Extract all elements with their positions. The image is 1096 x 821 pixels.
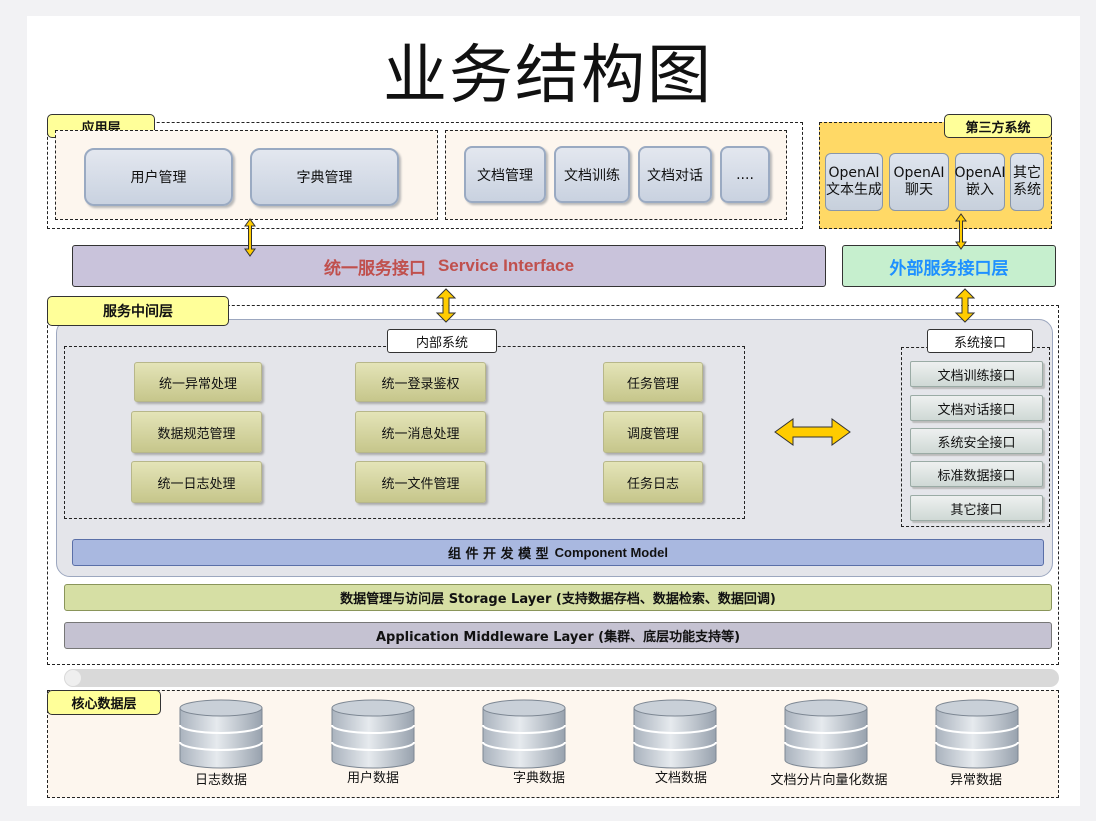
other-system-box: 其它系统 xyxy=(1010,153,1044,211)
dictionary-management-label: 字典管理 xyxy=(296,170,353,186)
database-icon-vector xyxy=(784,699,868,769)
storage-layer-label: 数据管理与访问层 Storage Layer (支持数据存档、数据检索、数据回调… xyxy=(340,592,776,607)
db-label-log: 日志数据 xyxy=(194,773,247,788)
internal-item-exception-handling: 统一异常处理 xyxy=(134,362,262,402)
storage-layer-bar: 数据管理与访问层 Storage Layer (支持数据存档、数据检索、数据回调… xyxy=(64,584,1052,611)
db-label-vector: 文档分片向量化数据 xyxy=(770,773,888,788)
internal-item-label: 任务日志 xyxy=(626,476,679,492)
internal-item-label: 调度管理 xyxy=(626,426,679,442)
component-model-en: Component Model xyxy=(554,545,669,560)
scrollbar-thumb[interactable] xyxy=(65,670,81,686)
database-icon-log xyxy=(179,699,263,769)
interface-label: 文档训练接口 xyxy=(937,368,1016,384)
component-model-bar: 组 件 开 发 模 型 Component Model xyxy=(72,539,1044,566)
diagram-title: 业务结构图 xyxy=(383,39,713,113)
user-management-box: 用户管理 xyxy=(84,148,233,206)
internal-item-label: 数据规范管理 xyxy=(157,426,236,442)
horizontal-scrollbar[interactable] xyxy=(64,669,1059,687)
interface-label: 文档对话接口 xyxy=(937,402,1016,418)
app-to-service-arrow xyxy=(244,218,256,257)
interface-label: 标准数据接口 xyxy=(937,468,1016,484)
internal-item-label: 统一消息处理 xyxy=(381,426,460,442)
document-dialog-box: 文档对话 xyxy=(638,146,712,203)
service-to-middle-arrow xyxy=(435,288,457,323)
internal-item-login-auth: 统一登录鉴权 xyxy=(355,362,486,402)
openai-text-generation-line2: 文本生成 xyxy=(826,182,882,198)
internal-item-data-standard: 数据规范管理 xyxy=(131,411,262,453)
internal-to-interface-arrow xyxy=(774,418,851,446)
user-management-label: 用户管理 xyxy=(130,170,187,186)
interface-standard-data: 标准数据接口 xyxy=(910,461,1043,487)
internal-item-log-handling: 统一日志处理 xyxy=(131,461,262,503)
openai-embedding-line2: 嵌入 xyxy=(966,182,994,198)
db-label-document: 文档数据 xyxy=(654,771,707,786)
middleware-layer-label: Application Middleware Layer (集群、底层功能支持等… xyxy=(375,630,741,645)
internal-item-label: 统一日志处理 xyxy=(157,476,236,492)
external-to-middle-arrow xyxy=(954,288,976,323)
middleware-layer-bar: Application Middleware Layer (集群、底层功能支持等… xyxy=(64,622,1052,649)
internal-item-message-handling: 统一消息处理 xyxy=(355,411,486,453)
openai-text-generation-line1: OpenAI xyxy=(828,165,880,181)
other-system-line1: 其它 xyxy=(1013,165,1041,181)
internal-item-scheduling: 调度管理 xyxy=(603,411,703,453)
internal-item-file-management: 统一文件管理 xyxy=(355,461,486,503)
database-icon-document xyxy=(633,699,717,769)
dictionary-management-box: 字典管理 xyxy=(250,148,399,206)
openai-chat-line2: 聊天 xyxy=(904,182,933,198)
system-interface-label: 系统接口 xyxy=(927,329,1033,353)
internal-item-label: 统一异常处理 xyxy=(158,376,237,392)
other-system-line2: 系统 xyxy=(1013,182,1041,198)
db-label-exception: 异常数据 xyxy=(949,773,1002,788)
service-interface-en: Service Interface xyxy=(437,256,575,275)
interface-document-dialog: 文档对话接口 xyxy=(910,395,1043,421)
internal-item-task-log: 任务日志 xyxy=(603,461,703,503)
interface-label: 其它接口 xyxy=(950,502,1003,518)
core-data-tag: 核心数据层 xyxy=(47,690,161,715)
component-model-cn: 组 件 开 发 模 型 xyxy=(447,547,549,562)
internal-system-label: 内部系统 xyxy=(387,329,497,353)
third-party-to-external-arrow xyxy=(955,213,967,250)
external-interface-label: 外部服务接口层 xyxy=(889,258,1009,279)
external-interface-bar: 外部服务接口层 xyxy=(842,245,1056,287)
service-interface-bar: 统一服务接口 Service Interface xyxy=(72,245,826,287)
document-dialog-label: 文档对话 xyxy=(647,167,703,184)
document-management-label: 文档管理 xyxy=(477,167,533,184)
middle-layer-tag: 服务中间层 xyxy=(47,296,229,326)
interface-system-security: 系统安全接口 xyxy=(910,428,1043,454)
database-icon-user xyxy=(331,699,415,769)
middle-layer-box xyxy=(47,305,1059,665)
more-apps-box: .... xyxy=(720,146,770,203)
interface-other: 其它接口 xyxy=(910,495,1043,521)
document-training-box: 文档训练 xyxy=(554,146,630,203)
openai-chat-line1: OpenAI xyxy=(893,165,945,181)
database-icon-dictionary xyxy=(482,699,566,769)
document-training-label: 文档训练 xyxy=(564,167,620,184)
database-icon-exception xyxy=(935,699,1019,769)
document-management-box: 文档管理 xyxy=(464,146,546,203)
internal-item-label: 统一登录鉴权 xyxy=(381,376,460,392)
internal-item-label: 任务管理 xyxy=(626,376,679,392)
internal-item-task-management: 任务管理 xyxy=(603,362,703,402)
app-layer-box xyxy=(47,122,803,229)
openai-embedding-line1: OpenAI xyxy=(954,165,1006,181)
interface-document-training: 文档训练接口 xyxy=(910,361,1043,387)
interface-label: 系统安全接口 xyxy=(937,435,1016,451)
third-party-tag: 第三方系统 xyxy=(944,114,1052,138)
internal-item-label: 统一文件管理 xyxy=(381,476,460,492)
more-apps-label: .... xyxy=(736,166,754,183)
db-label-dictionary: 字典数据 xyxy=(512,771,565,786)
service-interface-cn: 统一服务接口 xyxy=(323,258,426,279)
db-label-user: 用户数据 xyxy=(346,771,399,786)
